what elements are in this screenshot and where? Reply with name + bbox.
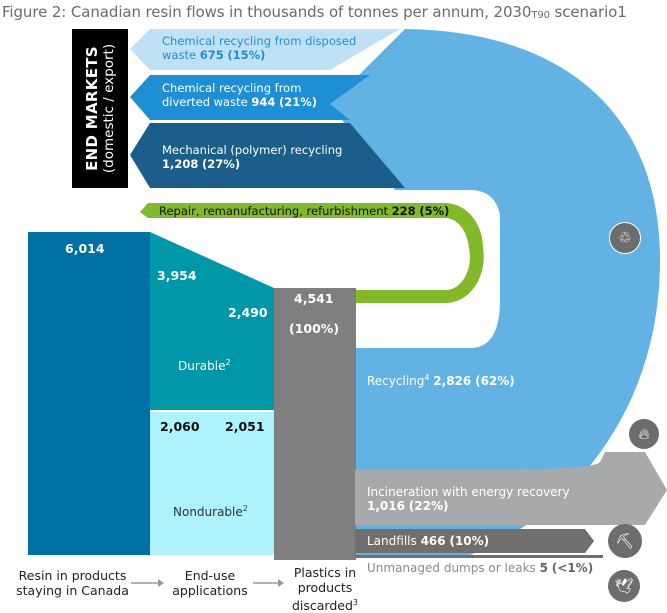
nondurable-in-value: 2,060 — [160, 419, 200, 434]
repair-label: Repair, remanufacturing, refurbishment 2… — [159, 204, 450, 218]
end-markets-subtitle: (domestic / export) — [101, 43, 117, 174]
chem-disposed-band — [130, 29, 400, 70]
landfills-label: Landfills 466 (10%) — [367, 534, 490, 548]
landfill-flow — [355, 529, 594, 553]
incineration-flow — [355, 452, 667, 525]
nondurable-label: Nondurable2 — [173, 504, 248, 519]
recycle-icon: ♲ — [609, 222, 641, 254]
durable-in-value: 3,954 — [157, 268, 197, 283]
nondurable-out-value: 2,051 — [225, 419, 265, 434]
end-markets-box: END MARKETS (domestic / export) — [72, 29, 128, 188]
nondurable-block — [150, 412, 274, 555]
durable-label: Durable2 — [178, 358, 231, 373]
end-markets-title: END MARKETS — [83, 46, 101, 171]
mechanical-label: Mechanical (polymer) recycling 1,208 (27… — [162, 143, 343, 171]
repair-flow — [140, 203, 484, 304]
chem-disposed-label: Chemical recycling from disposed waste 6… — [162, 34, 357, 62]
chem-diverted-label: Chemical recycling from diverted waste 9… — [162, 81, 318, 109]
recycling-flow — [320, 29, 660, 555]
incineration-label: Incineration with energy recovery 1,016 … — [367, 485, 570, 513]
unmanaged-label: Unmanaged dumps or leaks 5 (<1%) — [367, 561, 594, 575]
discarded-block — [274, 288, 356, 560]
bird-icon: 🕊︎ — [608, 570, 640, 602]
excavator-icon: ⛏ — [608, 524, 642, 558]
discarded-pct: (100%) — [289, 321, 340, 336]
unmanaged-flow — [355, 555, 603, 558]
figure-title: Figure 2: Canadian resin flows in thousa… — [2, 3, 627, 21]
flame-icon: 🔥︎ — [629, 419, 659, 449]
chem-diverted-band — [130, 75, 370, 120]
durable-block — [150, 232, 274, 410]
discarded-total: 4,541 — [294, 291, 334, 306]
mechanical-band — [130, 123, 405, 188]
resin-total: 6,014 — [65, 241, 105, 256]
durable-out-value: 2,490 — [228, 305, 268, 320]
recycling-label: Recycling4 2,826 (62%) — [367, 373, 515, 388]
resin-block — [28, 232, 150, 555]
